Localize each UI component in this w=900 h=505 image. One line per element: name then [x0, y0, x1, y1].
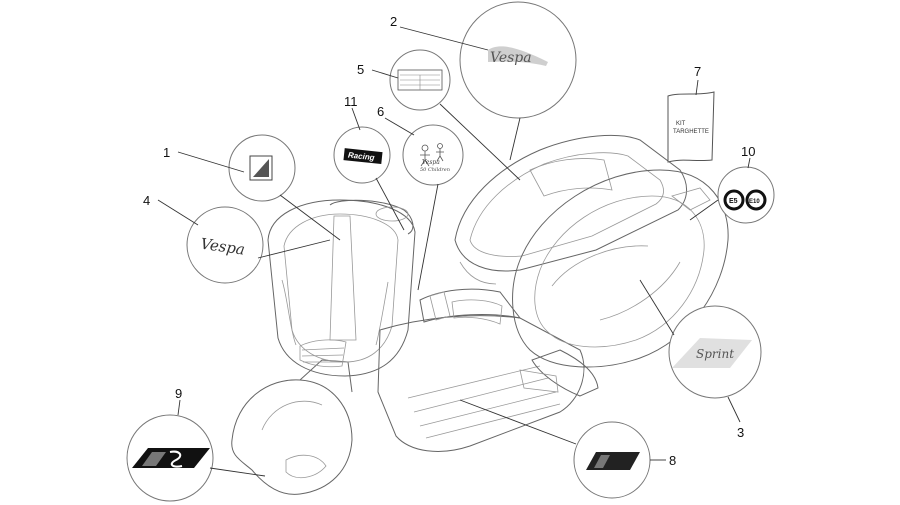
decal-10-bubble[interactable]: E5 E10 — [717, 166, 775, 224]
callout-8: 8 — [669, 453, 676, 468]
decal-1-bubble[interactable] — [228, 134, 296, 202]
sprint-text: Sprint — [696, 347, 734, 361]
decal-6-bubble[interactable]: Vespa 50 Children — [402, 124, 464, 186]
callout-4: 4 — [143, 193, 150, 208]
decal-7-kit-card[interactable]: KIT TARGHETTE — [667, 91, 715, 163]
decal-9-bubble[interactable] — [126, 414, 214, 502]
kids-sub: 50 Children — [420, 167, 450, 173]
decal-2-bubble[interactable]: Vespa — [459, 1, 577, 119]
decal-8-bubble[interactable] — [573, 421, 651, 499]
callout-11: 11 — [344, 94, 358, 109]
callout-3: 3 — [737, 425, 744, 440]
kit-text-2: TARGHETTE — [673, 129, 709, 135]
homologation-e5: E5 — [729, 198, 738, 205]
kids-text: Vespa — [422, 159, 440, 166]
callout-5: 5 — [357, 62, 364, 77]
homologation-e10: E10 — [749, 199, 760, 205]
decal-3-bubble[interactable]: Sprint — [668, 305, 762, 399]
decal-4-bubble[interactable]: Vespa — [186, 206, 264, 284]
decal-11-bubble[interactable]: Racing — [333, 126, 391, 184]
leader-lines — [157, 26, 751, 477]
callout-10: 10 — [741, 144, 755, 159]
racing-text: Racing — [348, 151, 376, 163]
callout-2: 2 — [390, 14, 397, 29]
scooter-body — [231, 134, 729, 495]
kit-text: KIT — [676, 121, 686, 127]
callout-9: 9 — [175, 386, 182, 401]
vespa-logo-2: Vespa — [490, 50, 532, 66]
callout-1: 1 — [163, 145, 170, 160]
decal-5-bubble[interactable] — [389, 49, 451, 111]
callout-numbers: 1 2 3 4 5 6 7 8 9 10 11 — [143, 14, 755, 468]
callout-6: 6 — [377, 104, 384, 119]
callout-7: 7 — [694, 64, 701, 79]
